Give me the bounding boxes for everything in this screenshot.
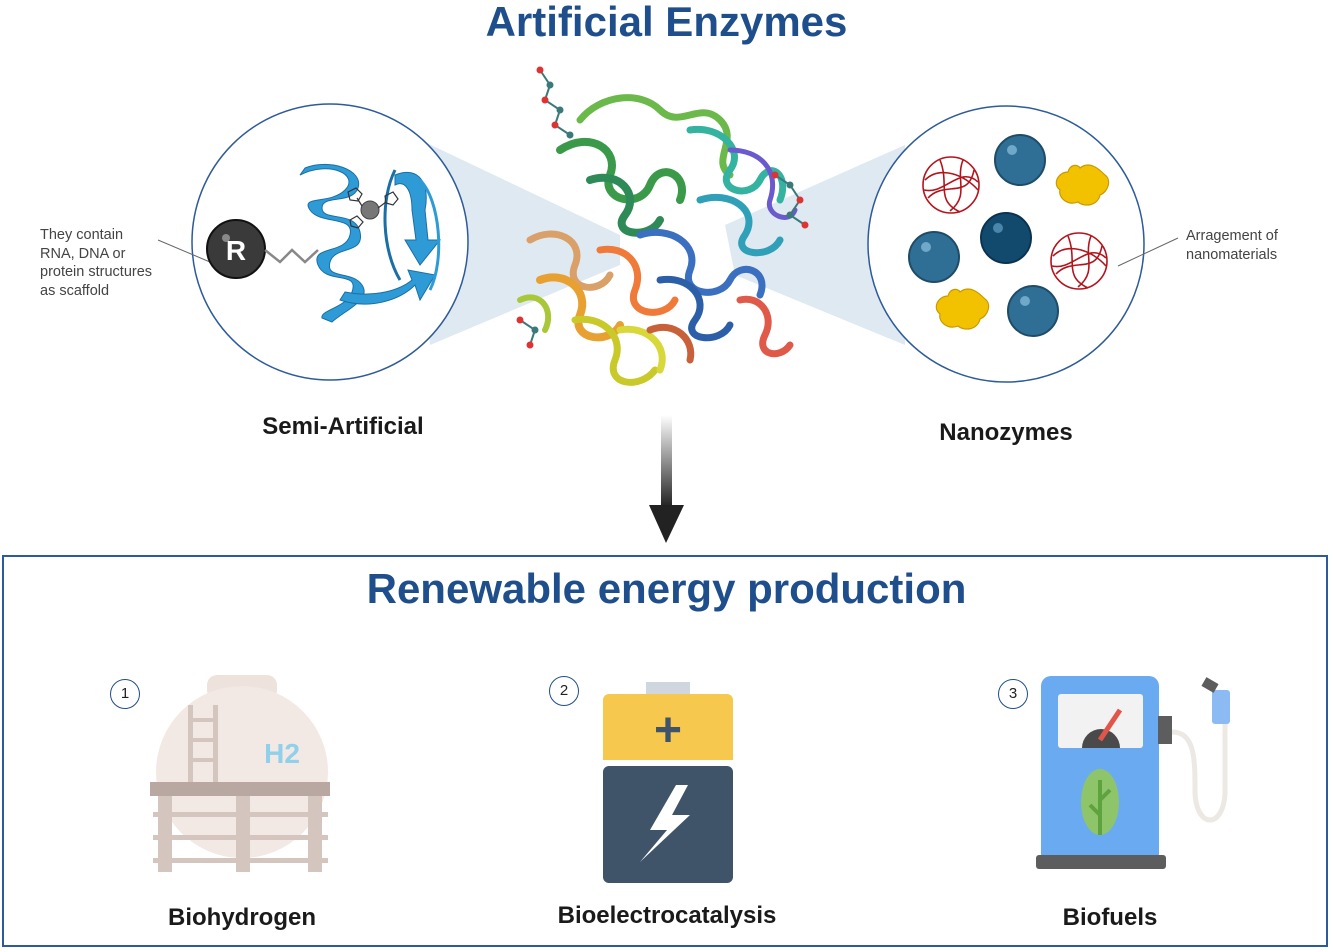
metal-center-icon <box>360 200 380 220</box>
note-line: They contain <box>40 227 124 243</box>
semi-artificial-label: Semi-Artificial <box>262 413 424 440</box>
linker-chain <box>264 248 319 264</box>
note-line: protein structures <box>40 264 153 280</box>
renewable-energy-title: Renewable energy production <box>366 565 967 612</box>
note-line: RNA, DNA or <box>40 245 126 262</box>
item-number-2: 2 <box>549 676 579 706</box>
ligand-atoms <box>516 66 809 349</box>
down-arrow-icon <box>649 415 684 543</box>
item-number-1: 1 <box>110 679 140 709</box>
left-note-pointer <box>157 239 211 263</box>
page-title: Artificial Enzymes <box>485 0 848 45</box>
semi-artificial-note: They contain RNA, DNA or protein structu… <box>40 226 190 300</box>
note-line: as scaffold <box>40 282 110 299</box>
loop-strand <box>383 169 402 281</box>
nanozymes-note: Arragement of nanomaterials <box>1186 227 1326 264</box>
ligand-rings <box>347 187 399 229</box>
left-zoom-cone <box>410 135 620 345</box>
gold-clusters <box>935 164 1110 330</box>
note-line: Arragement of <box>1186 228 1278 244</box>
biofuels-label: Biofuels <box>1062 904 1158 931</box>
nanozymes-label: Nanozymes <box>939 419 1073 446</box>
nanoparticle-spheres <box>908 134 1059 337</box>
renewable-energy-panel <box>2 555 1328 947</box>
protein-structure-image <box>517 94 798 386</box>
item-number-3: 3 <box>998 679 1028 709</box>
biohydrogen-label: Biohydrogen <box>168 904 316 931</box>
bioelectrocatalysis-label: Bioelectrocatalysis <box>557 902 777 929</box>
r-group-icon <box>206 219 266 279</box>
nanowire-balls <box>922 156 1108 290</box>
semi-artificial-circle <box>191 103 469 381</box>
r-group-letter: R <box>226 235 246 266</box>
helix-icon <box>299 164 365 323</box>
enzyme-diagram: R <box>157 66 1179 543</box>
right-note-pointer <box>1117 237 1179 267</box>
right-zoom-cone <box>725 145 905 345</box>
note-line: nanomaterials <box>1186 246 1278 263</box>
